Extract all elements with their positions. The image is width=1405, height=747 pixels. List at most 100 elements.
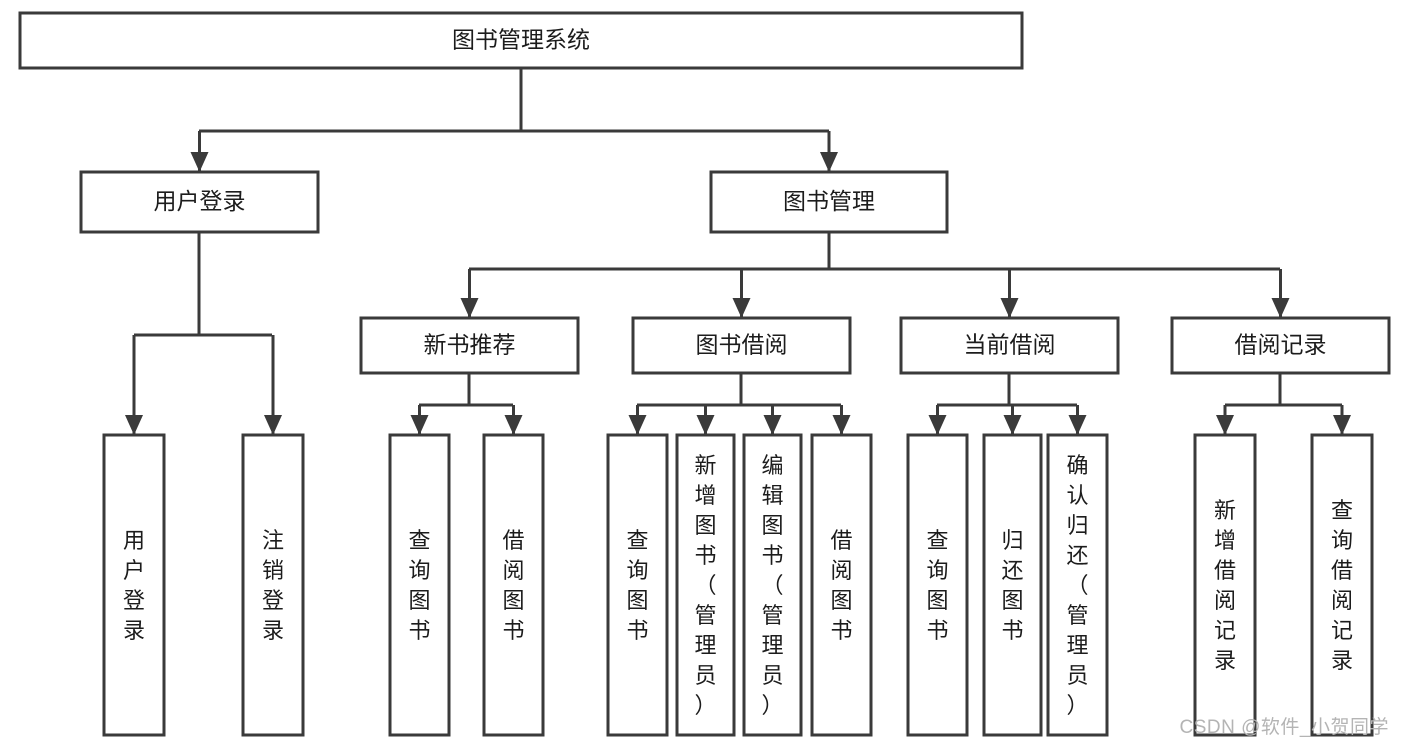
node-n-current[interactable]: 当前借阅 [899, 316, 1120, 375]
node-label-char: 归 [1001, 528, 1023, 553]
node-label-char: 查 [926, 528, 948, 553]
node-label: 图书管理 [783, 188, 875, 214]
node-label-char: （ [694, 573, 716, 598]
node-label-char: 借 [502, 528, 524, 553]
arrow-head-icon [1333, 415, 1351, 435]
node-label-char: 录 [123, 618, 145, 643]
node-layer: 图书管理系统用户登录图书管理新书推荐图书借阅当前借阅借阅记录用户登录注销登录查询… [18, 11, 1391, 737]
node-label-char: 阅 [1214, 588, 1236, 613]
node-box [675, 433, 736, 737]
node-label-char: 记 [1331, 618, 1353, 643]
node-box [709, 170, 949, 234]
node-label-char: 登 [123, 588, 145, 613]
node-label-char: 书 [408, 618, 430, 643]
arrow-head-icon [190, 152, 209, 172]
node-label-char: 图 [626, 588, 648, 613]
node-label-char: 用 [123, 528, 145, 553]
node-n-user-login[interactable]: 用户登录 [79, 170, 320, 234]
arrow-head-icon [1271, 298, 1290, 318]
node-l-user-login[interactable]: 用户登录 [102, 433, 166, 737]
node-label-char: 管 [694, 603, 716, 628]
node-box [631, 316, 852, 375]
node-label-char: 管 [761, 603, 783, 628]
arrow-head-icon [460, 298, 479, 318]
node-label-char: 增 [1214, 528, 1236, 553]
arrow-head-icon [820, 152, 838, 172]
node-label-char: 录 [1214, 648, 1236, 673]
node-label-char: 员 [1066, 663, 1088, 688]
node-label-char: 还 [1001, 558, 1023, 583]
node-label-char: 询 [926, 558, 948, 583]
node-label-char: 询 [1331, 528, 1353, 553]
node-label-char: 图 [502, 588, 524, 613]
node-box [1193, 433, 1257, 737]
node-label-char: （ [1066, 573, 1088, 598]
node-n-book-mgmt[interactable]: 图书管理 [709, 170, 949, 234]
node-label-char: 员 [694, 663, 716, 688]
node-label-char: 图 [408, 588, 430, 613]
node-label-char: 户 [123, 558, 145, 583]
arrow-head-icon [504, 415, 523, 435]
node-label-char: 增 [694, 483, 716, 508]
node-box [606, 433, 669, 737]
node-box [1046, 433, 1109, 737]
node-label-char: 借 [830, 528, 852, 553]
arrow-head-icon [763, 415, 782, 435]
node-label-char: 书 [926, 618, 948, 643]
node-label-char: 销 [262, 558, 284, 583]
arrow-head-icon [696, 415, 715, 435]
node-label-char: 阅 [830, 558, 852, 583]
node-label: 新书推荐 [424, 332, 516, 358]
node-label-char: ） [694, 693, 716, 718]
node-label-char: 查 [626, 528, 648, 553]
node-label-char: 图 [694, 513, 716, 538]
node-label-char: 新 [1214, 498, 1236, 523]
node-box [982, 433, 1043, 737]
node-box [359, 316, 580, 375]
node-label: 借阅记录 [1235, 332, 1327, 358]
node-box [906, 433, 969, 737]
node-box [1170, 316, 1391, 375]
node-n-new-books[interactable]: 新书推荐 [359, 316, 580, 375]
node-label-char: 查 [408, 528, 430, 553]
node-box [102, 433, 166, 737]
arrow-head-icon [1000, 298, 1019, 318]
node-label-char: 图 [1001, 588, 1023, 613]
arrow-head-icon [1216, 415, 1234, 435]
node-label-char: 归 [1066, 513, 1088, 538]
arrow-head-icon [125, 415, 143, 435]
node-label-char: ） [1066, 693, 1088, 718]
node-root[interactable]: 图书管理系统 [18, 11, 1024, 70]
node-label-char: 确 [1066, 453, 1088, 478]
node-n-records[interactable]: 借阅记录 [1170, 316, 1391, 375]
node-box [899, 316, 1120, 375]
node-box [18, 11, 1024, 70]
arrow-head-icon [1003, 415, 1022, 435]
node-label-char: 借 [1214, 558, 1236, 583]
node-label-char: 阅 [502, 558, 524, 583]
node-label-char: 登 [262, 588, 284, 613]
node-label-char: 还 [1066, 543, 1088, 568]
node-label-char: 查 [1331, 498, 1353, 523]
node-label-char: 书 [761, 543, 783, 568]
node-label-char: 员 [761, 663, 783, 688]
node-n-borrow[interactable]: 图书借阅 [631, 316, 852, 375]
node-label-char: 借 [1331, 558, 1353, 583]
node-label-char: 询 [408, 558, 430, 583]
node-box [79, 170, 320, 234]
node-label-char: 书 [626, 618, 648, 643]
